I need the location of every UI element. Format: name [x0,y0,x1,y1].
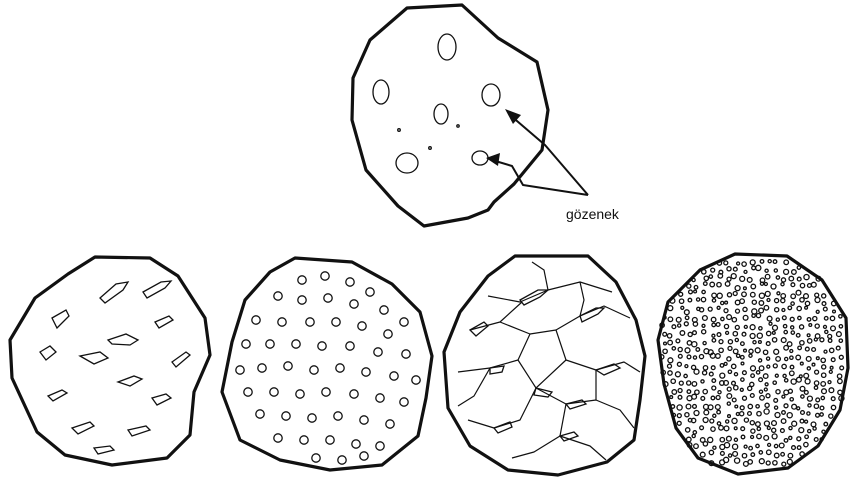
particle-outline [444,256,645,475]
particle-outline [222,258,432,470]
particle-ring-pores [222,258,432,470]
particle-crack-network [444,256,645,475]
gozenek-label: gözenek [566,206,620,222]
particle-fine-pores [658,254,848,474]
particle-outline [10,257,210,465]
particle-slit-pores [10,257,210,465]
